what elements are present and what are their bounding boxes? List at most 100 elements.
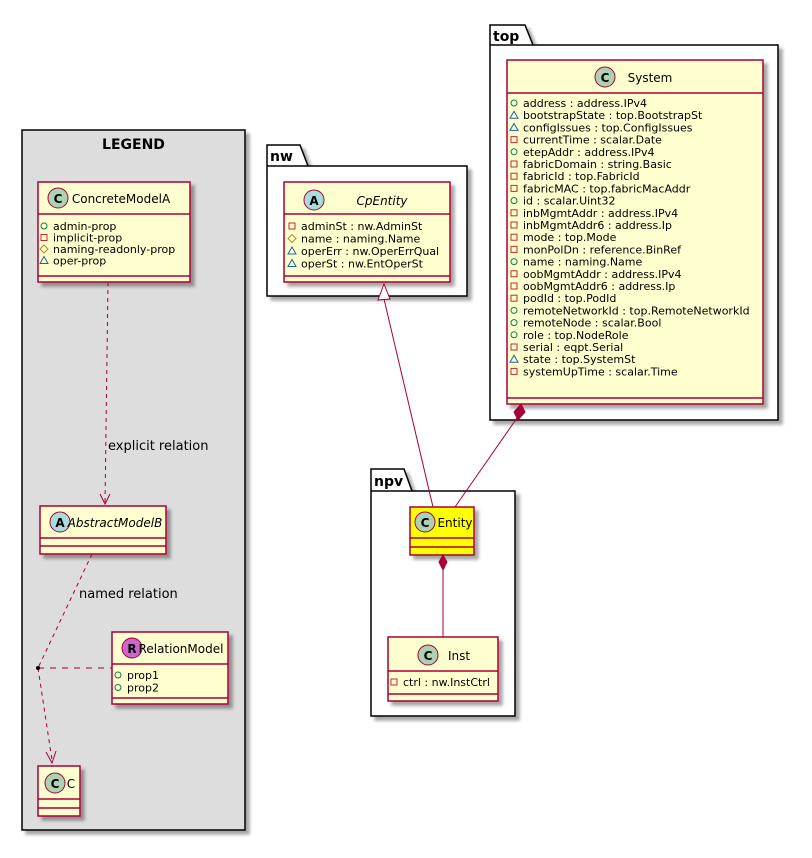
public-visibility-icon: [510, 99, 518, 107]
private-visibility-icon: [510, 367, 518, 375]
package-visibility-icon: [287, 258, 297, 267]
class-stereotype-icon: [417, 644, 439, 666]
field-text: currentTime : scalar.Date: [523, 134, 662, 147]
private-visibility-icon: [510, 221, 518, 229]
field-text: podId : top.PodId: [523, 292, 616, 305]
field-text: admin-prop: [53, 220, 116, 233]
stereotype-letter: C: [601, 71, 610, 85]
private-visibility-icon: [510, 233, 518, 241]
class-name: RelationModel: [139, 642, 224, 656]
relation-inheritance-entity-cpentity: [377, 282, 434, 508]
class-stereotype-icon: [303, 189, 325, 211]
field-text: ctrl : nw.InstCtrl: [403, 676, 490, 689]
class-stereotype-icon: [414, 511, 436, 533]
class-stereotype-icon: [47, 187, 69, 209]
class-name: AbstractModelB: [67, 516, 163, 530]
package-visibility-icon: [39, 255, 49, 264]
field-text: name : naming.Name: [301, 233, 421, 246]
relation-line: [454, 417, 518, 508]
field-text: oper-prop: [53, 255, 106, 268]
private-visibility-icon: [510, 172, 518, 180]
class-name: CpEntity: [356, 194, 408, 208]
junction-dot: [36, 666, 40, 670]
field-text: implicit-prop: [53, 232, 122, 245]
field-text: configIssues : top.ConfigIssues: [523, 121, 693, 134]
class-name: Entity: [437, 516, 472, 530]
package-visibility-icon: [509, 110, 519, 119]
class-box: [506, 59, 764, 405]
class-stereotype-icon: [121, 637, 143, 659]
package-name: npv: [374, 474, 403, 490]
field-text: adminSt : nw.AdminSt: [301, 220, 423, 233]
composition-diamond: [438, 553, 448, 572]
private-visibility-icon: [510, 294, 518, 302]
private-visibility-icon: [510, 282, 518, 290]
protected-visibility-icon: [39, 244, 49, 254]
field-text: serial : eqpt.Serial: [523, 341, 623, 354]
public-visibility-icon: [40, 222, 48, 230]
legend-title: LEGEND: [102, 137, 165, 153]
field-text: oobMgmtAddr : address.IPv4: [523, 268, 682, 281]
stereotype-letter: C: [54, 192, 63, 206]
private-visibility-icon: [510, 270, 518, 278]
field-text: fabricMAC : top.fabricMacAddr: [523, 182, 691, 195]
relation-composition-system-entity: [454, 403, 526, 508]
field-list: ctrl : nw.InstCtrl: [390, 676, 490, 689]
inheritance-arrow-head: [377, 282, 391, 301]
public-visibility-icon: [510, 331, 518, 339]
private-visibility-icon: [510, 343, 518, 351]
field-text: naming-readonly-prop: [53, 243, 175, 256]
arrow-head: [99, 493, 111, 506]
private-visibility-icon: [510, 245, 518, 253]
private-visibility-icon: [288, 222, 296, 230]
field-text: remoteNetworkId : top.RemoteNetworkId: [523, 304, 750, 317]
private-visibility-icon: [510, 136, 518, 144]
field-text: monPolDn : reference.BinRef: [523, 243, 682, 256]
field-text: prop1: [127, 669, 159, 682]
stereotype-letter: C: [51, 777, 60, 791]
stereotype-letter: C: [424, 649, 433, 663]
field-text: name : naming.Name: [523, 256, 643, 269]
private-visibility-icon: [510, 209, 518, 217]
field-text: id : scalar.Uint32: [523, 195, 615, 208]
public-visibility-icon: [510, 197, 518, 205]
public-visibility-icon: [510, 148, 518, 156]
stereotype-letter: A: [309, 194, 319, 208]
field-text: address : address.IPv4: [523, 97, 647, 110]
class-name: C: [67, 777, 75, 791]
field-text: fabricDomain : string.Basic: [523, 158, 672, 171]
private-visibility-icon: [510, 160, 518, 168]
class-entity[interactable]: C Entity: [409, 506, 475, 556]
class-c[interactable]: C C: [37, 765, 81, 817]
field-text: oobMgmtAddr6 : address.Ip: [523, 280, 675, 293]
protected-visibility-icon: [287, 233, 297, 244]
stereotype-letter: A: [55, 516, 65, 530]
private-visibility-icon: [510, 184, 518, 192]
relation-label: explicit relation: [108, 439, 208, 454]
field-text: fabricId : top.FabricId: [523, 170, 640, 183]
relation-line: [37, 553, 93, 669]
class-inst[interactable]: C Inst ctrl : nw.InstCtrl: [387, 636, 499, 702]
field-text: role : top.NodeRole: [523, 329, 629, 342]
field-text: inbMgmtAddr : address.IPv4: [523, 207, 678, 220]
class-system[interactable]: C System address : address.IPv4bootstrap…: [506, 59, 764, 405]
relation-line: [104, 281, 109, 504]
field-text: operSt : nw.EntOperSt: [301, 258, 424, 271]
public-visibility-icon: [114, 671, 122, 679]
relation-composition-entity-inst: [438, 553, 448, 637]
field-text: state : top.SystemSt: [523, 353, 636, 366]
class-abstract-model-b[interactable]: A AbstractModelB: [39, 505, 167, 555]
relation-label: named relation: [79, 587, 178, 602]
field-text: remoteNode : scalar.Bool: [523, 317, 661, 330]
field-text: etepAddr : address.IPv4: [523, 146, 654, 159]
class-concrete-model-a[interactable]: C ConcreteModelA admin-propimplicit-prop…: [37, 181, 191, 283]
class-name: Inst: [448, 649, 470, 663]
relation-line: [383, 298, 434, 508]
public-visibility-icon: [510, 306, 518, 314]
